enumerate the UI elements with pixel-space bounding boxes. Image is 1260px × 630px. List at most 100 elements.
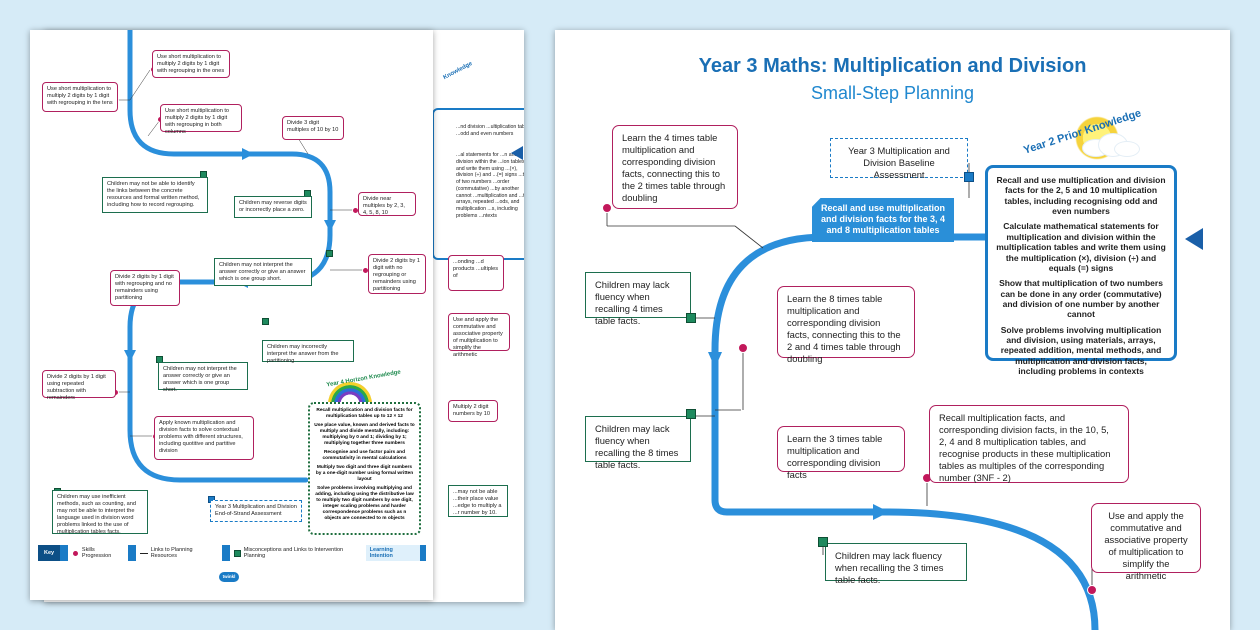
back-skill-box-2: Use and apply the commutative and associ… (448, 313, 510, 358)
preview-skill-text: Divide 2 digits by 1 digit with no regro… (373, 258, 420, 292)
skill-dot (602, 203, 612, 213)
skill-text: Recall multiplication facts, and corresp… (939, 412, 1111, 484)
preview-skill-text: Divide 2 digits by 1 digit using repeate… (47, 374, 106, 401)
preview-skill-box: Use short multiplication to multiply 2 d… (152, 50, 230, 78)
preview-misconception-text: Children may not be able to identify the… (107, 181, 200, 208)
arrow-left-icon (1185, 228, 1203, 250)
skill-text: Learn the 4 times table multiplication a… (622, 132, 726, 204)
horizon-item: Recognise and use factor pairs and commu… (322, 449, 407, 461)
misconception-box-3-times: Children may lack fluency when recalling… (825, 543, 967, 585)
prior-item: Show that multiplication of two numbers … (999, 278, 1163, 320)
skill-text: Learn the 8 times table multiplication a… (787, 293, 901, 365)
skill-box-8-times: Learn the 8 times table multiplication a… (777, 286, 915, 364)
preview-misconception-text: Children may incorrectly interpret the a… (267, 344, 339, 364)
back-misc-box: ...may not be able ...their place value … (448, 485, 508, 517)
back-prior-box: ...nd division ...ultiplication tables, … (432, 108, 524, 260)
horizon-item: Solve problems involving multiplying and… (315, 485, 414, 521)
misconception-marker (326, 250, 333, 257)
skill-box-4-times: Learn the 4 times table multiplication a… (612, 125, 738, 209)
cloud-icon (1115, 142, 1139, 156)
key-bar: Key Skills Progression Links to Planning… (38, 545, 426, 561)
skill-dot-icon (72, 549, 79, 557)
back-skill-box-3: Multiply 2 digit numbers by 10 (448, 400, 498, 422)
preview-misconception-box: Children may not interpret the answer co… (214, 258, 312, 286)
page-subtitle: Small-Step Planning (810, 83, 975, 103)
prior-item: Solve problems involving multiplication … (1000, 324, 1162, 377)
skill-box-recall-facts: Recall multiplication facts, and corresp… (929, 405, 1129, 483)
back-partial-text: ...al statements for ...n and division w… (456, 152, 524, 219)
preview-skill-text: Divide 2 digits by 1 digit with regroupi… (115, 274, 174, 301)
misconception-box-4-times: Children may lack fluency when recalling… (585, 272, 691, 326)
line-icon (139, 552, 148, 554)
page-title: Year 3 Maths: Multiplication and Divisio… (698, 55, 1087, 77)
preview-skill-box: Divide near multiples by 2, 3, 4, 5, 8, … (358, 192, 416, 216)
misconception-marker (686, 313, 696, 323)
horizon-item: Multiply two digit and three digit numbe… (315, 464, 414, 482)
learning-intention-banner: Recall and use multiplication and divisi… (812, 198, 954, 242)
preview-misconception-text: Children may use inefficient methods, su… (57, 494, 136, 535)
preview-skill-box: Apply known multiplication and division … (154, 416, 254, 460)
prior-item: Recall and use multiplication and divisi… (996, 175, 1166, 217)
back-partial-top: ...nd division ...ultiplication tables, … (456, 124, 524, 137)
preview-skill-text: Use short multiplication to multiply 2 d… (157, 54, 225, 74)
rainbow-icon (328, 382, 372, 404)
main-document-page: Year 3 Maths: Multiplication and Divisio… (555, 30, 1230, 630)
skill-text: Use and apply the commutative and associ… (1104, 510, 1188, 582)
back-skill-box: ...onding ...d products ...ultiples of (448, 255, 504, 291)
skill-box-3-times: Learn the 3 times table multiplication a… (777, 426, 905, 480)
key-skills: Skills Progression (68, 545, 128, 561)
back-multiply-10-text: Multiply 2 digit numbers by 10 (453, 404, 491, 417)
misconception-box-8-times: Children may lack fluency when recalling… (585, 416, 691, 470)
baseline-assessment-box: Year 3 Multiplication and Division Basel… (830, 138, 968, 181)
square-icon (233, 549, 241, 557)
assessment-marker (964, 172, 974, 182)
preview-skill-text: Use short multiplication to multiply 2 d… (47, 86, 113, 106)
back-arrow-icon (511, 146, 523, 160)
preview-end-assessment-box: Year 3 Multiplication and Division End-o… (210, 500, 302, 522)
preview-skill-text: Use short multiplication to multiply 2 d… (165, 108, 230, 135)
skill-box-commutative: Use and apply the commutative and associ… (1091, 503, 1201, 581)
back-commutative-text: Use and apply the commutative and associ… (453, 317, 503, 358)
back-prior-heading: Knowledge (442, 60, 474, 82)
preview-misconception-text: Children may reverse digits or incorrect… (239, 200, 307, 213)
key-learning-intention: Learning Intention (365, 545, 420, 561)
preview-skill-text: Divide 3 digit multiples of 10 by 10 (287, 120, 339, 133)
preview-misconception-box: Children may reverse digits or incorrect… (234, 196, 312, 218)
key-skills-label: Skills Progression (81, 547, 112, 559)
key-misc-label: Misconceptions and Links to Intervention… (243, 547, 344, 559)
key-links: Links to Planning Resources (135, 545, 222, 561)
prior-item: Calculate mathematical statements for mu… (996, 221, 1166, 273)
preview-misconception-text: Children may not interpret the answer co… (163, 366, 237, 393)
misconception-text: Children may lack fluency when recalling… (595, 279, 670, 327)
preview-skill-box: Divide 2 digits by 1 digit with regroupi… (110, 270, 180, 306)
preview-skill-box: Divide 2 digits by 1 digit with no regro… (368, 254, 426, 294)
prior-knowledge-box: Recall and use multiplication and divisi… (985, 165, 1177, 376)
preview-skill-box: Divide 3 digit multiples of 10 by 10 (282, 116, 344, 140)
preview-misconception-box: Children may not interpret the answer co… (158, 362, 248, 393)
back-partial-3: ...may not be able ...their place value … (453, 489, 502, 516)
preview-misconception-text: Children may not interpret the answer co… (219, 262, 306, 282)
key-misc: Misconceptions and Links to Intervention… (229, 545, 366, 561)
misconception-text: Children may lack fluency when recalling… (595, 423, 679, 471)
preview-skill-box: Use short multiplication to multiply 2 d… (42, 82, 118, 112)
back-partial-2: ...onding ...d products ...ultiples of (453, 259, 499, 279)
baseline-assessment-text: Year 3 Multiplication and Division Basel… (848, 145, 950, 181)
twinkl-logo: twinkl (219, 572, 239, 582)
preview-end-assessment-text: Year 3 Multiplication and Division End-o… (215, 504, 297, 517)
preview-skill-box: Divide 2 digits by 1 digit using repeate… (42, 370, 116, 401)
misconception-marker (818, 537, 828, 547)
preview-skill-text: Divide near multiples by 2, 3, 4, 5, 8, … (363, 196, 405, 216)
front-page-preview: Use short multiplication to multiply 2 d… (30, 30, 433, 600)
misconception-marker (686, 409, 696, 419)
horizon-item: Use place value, known and derived facts… (314, 422, 415, 446)
key-links-label: Links to Planning Resources (150, 547, 193, 559)
preview-skill-text: Apply known multiplication and division … (159, 420, 243, 454)
misconception-marker (262, 318, 269, 325)
preview-misconception-box: Children may use inefficient methods, su… (52, 490, 148, 535)
key-label: Key (38, 545, 61, 561)
misconception-text: Children may lack fluency when recalling… (835, 550, 944, 586)
preview-skill-box: Use short multiplication to multiply 2 d… (160, 104, 242, 135)
horizon-item: Recall multiplication and division facts… (316, 408, 413, 419)
learning-path-svg (606, 163, 1099, 630)
preview-misconception-box: Children may not be able to identify the… (102, 177, 208, 213)
